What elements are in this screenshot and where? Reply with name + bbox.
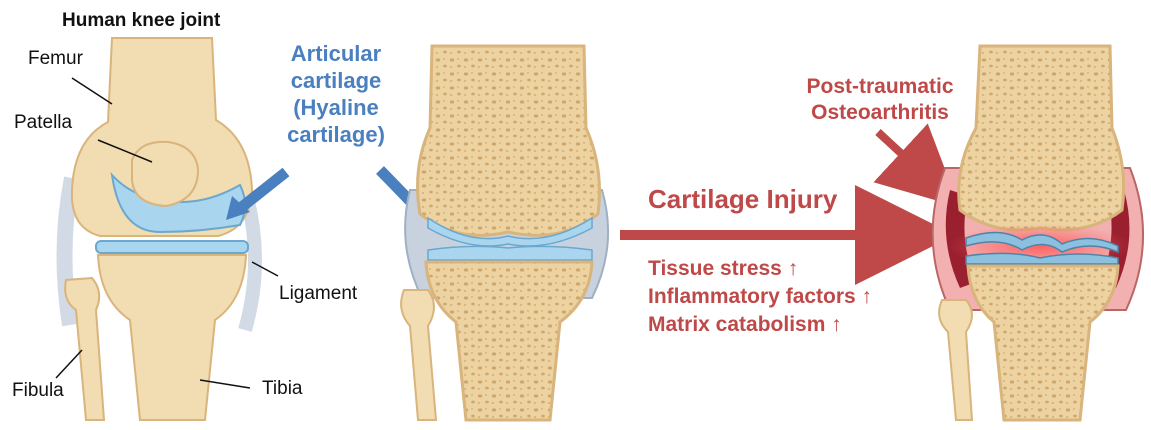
femur-section bbox=[418, 46, 600, 235]
oa-arrow bbox=[878, 132, 930, 180]
femur-label: Femur bbox=[28, 48, 83, 70]
healthy-knee-section bbox=[401, 46, 608, 420]
fibula-section bbox=[401, 290, 436, 420]
fibula-label: Fibula bbox=[12, 380, 64, 402]
oa-label-line: Osteoarthritis bbox=[780, 100, 980, 126]
anatomical-knee bbox=[56, 38, 278, 420]
tibia-section bbox=[426, 262, 592, 420]
fibula-leader bbox=[56, 350, 82, 378]
oa-tibia-section bbox=[968, 266, 1118, 420]
cartilage-label-line: cartilage bbox=[274, 67, 398, 94]
articular-cartilage-label: Articular cartilage (Hyaline cartilage) bbox=[274, 40, 398, 148]
injury-effect: Inflammatory factors ↑ bbox=[648, 283, 872, 311]
figure-title: Human knee joint bbox=[62, 10, 220, 32]
injury-effect: Matrix catabolism ↑ bbox=[648, 311, 872, 339]
injury-effects-list: Tissue stress ↑ Inflammatory factors ↑ M… bbox=[648, 255, 872, 339]
cartilage-label-line: Articular bbox=[274, 40, 398, 67]
cartilage-label-line: cartilage) bbox=[274, 121, 398, 148]
post-traumatic-oa-label: Post-traumatic Osteoarthritis bbox=[780, 74, 980, 126]
cartilage-label-line: (Hyaline bbox=[274, 94, 398, 121]
oa-fibula-section bbox=[939, 300, 972, 420]
oa-femur-section bbox=[959, 46, 1124, 230]
injury-effect: Tissue stress ↑ bbox=[648, 255, 872, 283]
femur-leader bbox=[72, 78, 112, 104]
cartilage-injury-title: Cartilage Injury bbox=[648, 184, 837, 215]
fibula-bone bbox=[65, 278, 104, 420]
patella-bone bbox=[132, 142, 198, 206]
tibia-bone bbox=[98, 255, 246, 420]
healthy-cartilage-bottom bbox=[428, 246, 592, 260]
oa-label-line: Post-traumatic bbox=[780, 74, 980, 100]
patella-label: Patella bbox=[14, 112, 72, 134]
ligament-label: Ligament bbox=[279, 283, 357, 305]
tibial-cartilage bbox=[96, 241, 248, 253]
tibia-label: Tibia bbox=[262, 378, 302, 400]
